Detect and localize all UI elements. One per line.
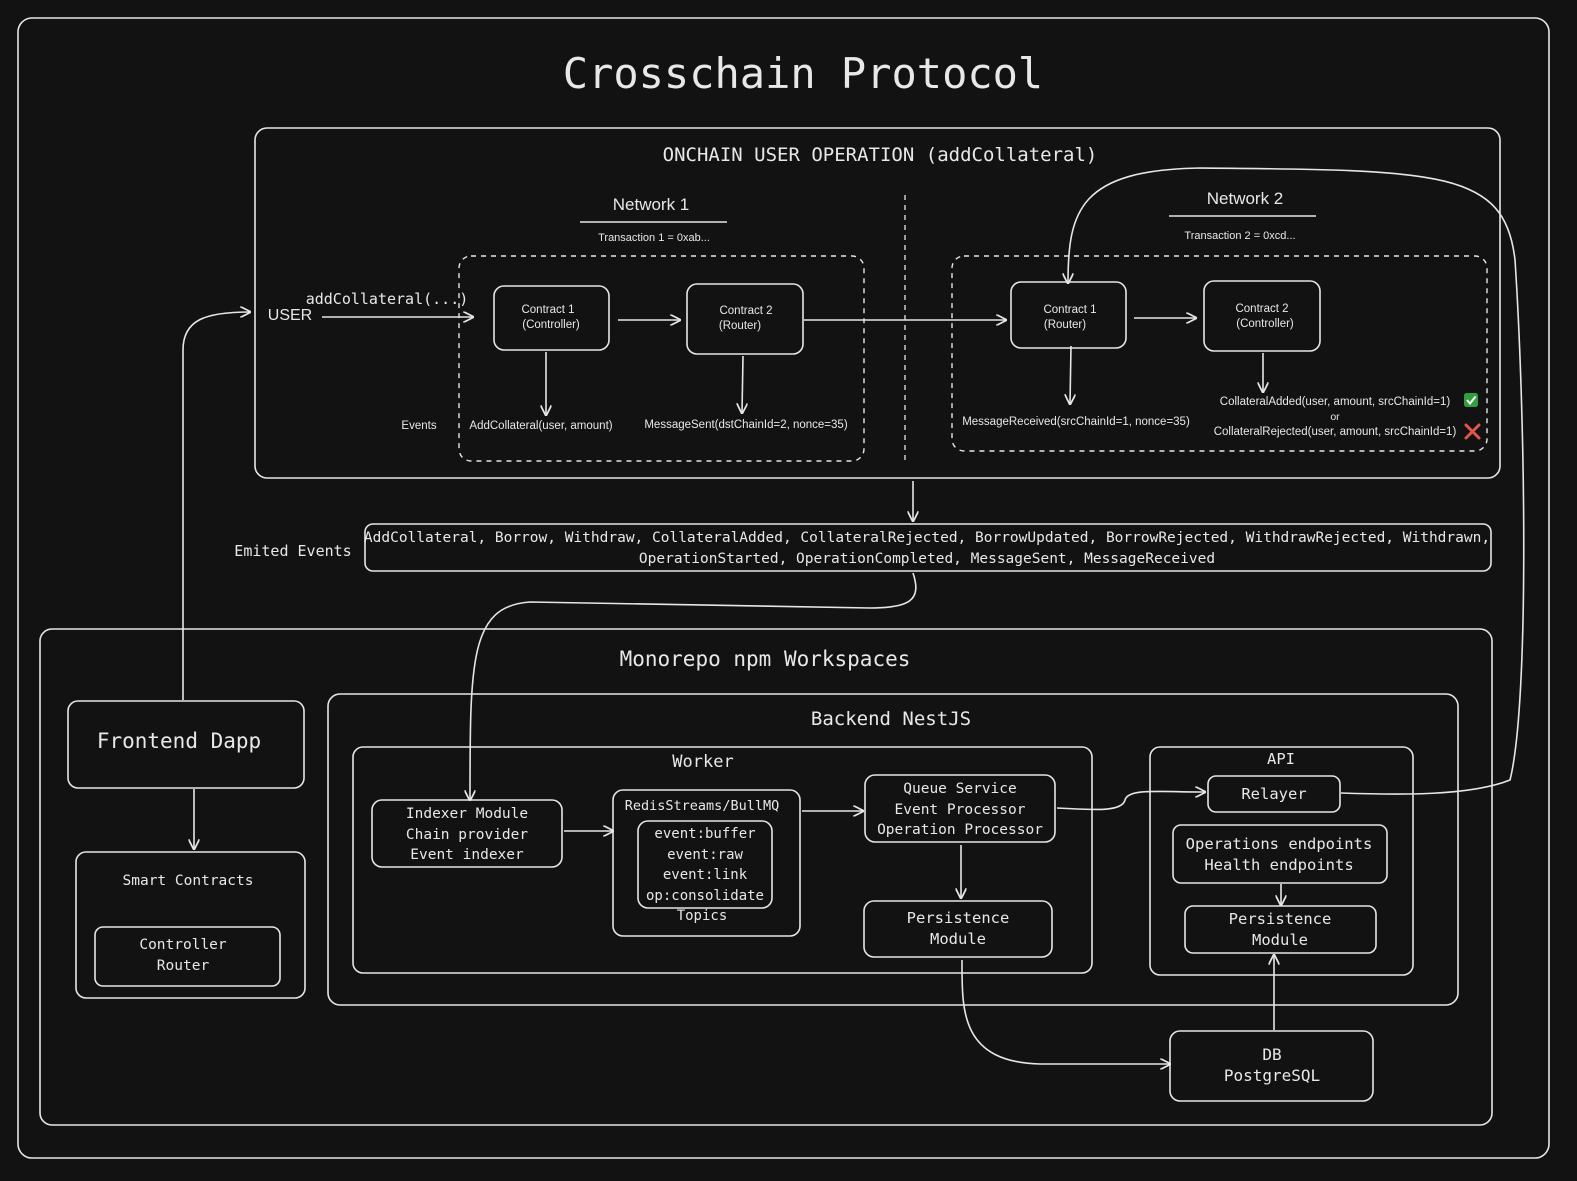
user-call-label: addCollateral(...) [306, 290, 469, 308]
topic-1: event:buffer [654, 826, 755, 842]
user-label: USER [268, 307, 312, 324]
queue-line3: Operation Processor [877, 822, 1043, 838]
relayer-to-network2-arrow [1068, 167, 1525, 795]
endpoints-line1: Operations endpoints [1186, 835, 1373, 853]
worker-title: Worker [672, 752, 733, 772]
worker-persistence-box [863, 900, 1053, 958]
smart-contracts-router: Router [157, 958, 210, 974]
emitted-events-line1: AddCollateral, Borrow, Withdraw, Collate… [364, 530, 1490, 546]
n1-event1: AddCollateral(user, amount) [469, 420, 612, 432]
n1-c2-event-arrow [742, 355, 743, 413]
worker-persistence-line1: Persistence [907, 909, 1010, 927]
n2-event2b: CollateralRejected(user, amount, srcChai… [1214, 426, 1457, 438]
topics-label: Topics [677, 908, 728, 924]
redis-box [612, 789, 801, 937]
api-title: API [1267, 750, 1295, 768]
endpoints-line2: Health endpoints [1204, 856, 1353, 874]
emitted-events-label: Emited Events [234, 542, 351, 560]
queue-line1: Queue Service [903, 781, 1017, 797]
diagram-title: Crosschain Protocol [563, 49, 1043, 98]
topic-4: op:consolidate [646, 888, 764, 904]
monorepo-section [39, 628, 1493, 1126]
n1-contract2-name: Contract 2 [719, 305, 772, 317]
db-line1: DB [1262, 1045, 1281, 1064]
topic-2: event:raw [667, 847, 743, 863]
frontend-to-user-arrow [182, 312, 250, 700]
api-persistence-line1: Persistence [1229, 910, 1332, 928]
n2-c1-event-arrow [1070, 345, 1071, 404]
smart-contracts-box [75, 851, 306, 999]
api-persistence-box [1184, 905, 1377, 954]
cross-icon [1464, 423, 1481, 440]
worker-persistence-line2: Module [930, 930, 986, 948]
topic-3: event:link [663, 867, 748, 883]
n2-event2a: CollateralAdded(user, amount, srcChainId… [1220, 396, 1451, 408]
queue-to-relayer-arrow [1056, 791, 1205, 811]
redis-title: RedisStreams/BullMQ [625, 798, 779, 814]
events-label: Events [401, 420, 436, 432]
db-line2: PostgreSQL [1224, 1066, 1320, 1085]
endpoints-box [1172, 824, 1388, 884]
outer-frame [17, 17, 1550, 1159]
network1-boundary [458, 255, 865, 462]
emitted-events-box [364, 523, 1492, 572]
n2-contract1-name: Contract 1 [1043, 304, 1096, 316]
queue-service-box [864, 774, 1056, 843]
monorepo-title: Monorepo npm Workspaces [620, 647, 911, 671]
n1-contract2-box [686, 283, 804, 355]
n2-or: or [1330, 411, 1340, 423]
backend-section [327, 693, 1459, 1006]
n2-contract2-name: Contract 2 [1235, 303, 1288, 315]
smart-contracts-title: Smart Contracts [123, 873, 254, 889]
network2-boundary [951, 255, 1488, 452]
emitted-events-line2: OperationStarted, OperationCompleted, Me… [639, 551, 1215, 567]
n2-contract2-role: (Controller) [1236, 318, 1294, 330]
events-to-indexer-arrow [470, 572, 917, 800]
n1-contract2-role: (Router) [719, 320, 761, 332]
smart-contracts-controller: Controller [139, 937, 227, 953]
onchain-title: ONCHAIN USER OPERATION (addCollateral) [663, 144, 1098, 166]
persistence-to-db-arrow [961, 959, 1170, 1064]
network2-tx: Transaction 2 = 0xcd... [1184, 230, 1295, 242]
onchain-section [254, 127, 1501, 479]
api-persistence-line2: Module [1252, 931, 1308, 949]
n2-contract1-role: (Router) [1044, 319, 1086, 331]
frontend-box [67, 700, 305, 789]
backend-title: Backend NestJS [811, 708, 971, 730]
topics-box [637, 820, 773, 909]
smart-contracts-inner-box [94, 926, 281, 987]
worker-section [352, 746, 1093, 974]
relayer-label: Relayer [1241, 785, 1306, 803]
n2-contract2-box [1203, 280, 1321, 352]
network2-title: Network 2 [1207, 189, 1284, 208]
indexer-line2: Chain provider [406, 827, 528, 843]
network1-title: Network 1 [613, 195, 690, 214]
queue-line2: Event Processor [895, 802, 1026, 818]
indexer-line1: Indexer Module [406, 806, 528, 822]
relayer-box [1207, 775, 1341, 813]
api-section [1149, 746, 1414, 976]
n1-event2: MessageSent(dstChainId=2, nonce=35) [644, 419, 847, 431]
frontend-label: Frontend Dapp [97, 729, 261, 753]
n1-contract1-box [493, 285, 610, 351]
network1-tx: Transaction 1 = 0xab... [598, 232, 710, 244]
check-icon [1464, 393, 1478, 407]
n1-contract1-role: (Controller) [522, 319, 580, 331]
n1-contract1-name: Contract 1 [521, 304, 574, 316]
n2-event1: MessageReceived(srcChainId=1, nonce=35) [962, 416, 1190, 428]
indexer-line3: Event indexer [410, 847, 524, 863]
